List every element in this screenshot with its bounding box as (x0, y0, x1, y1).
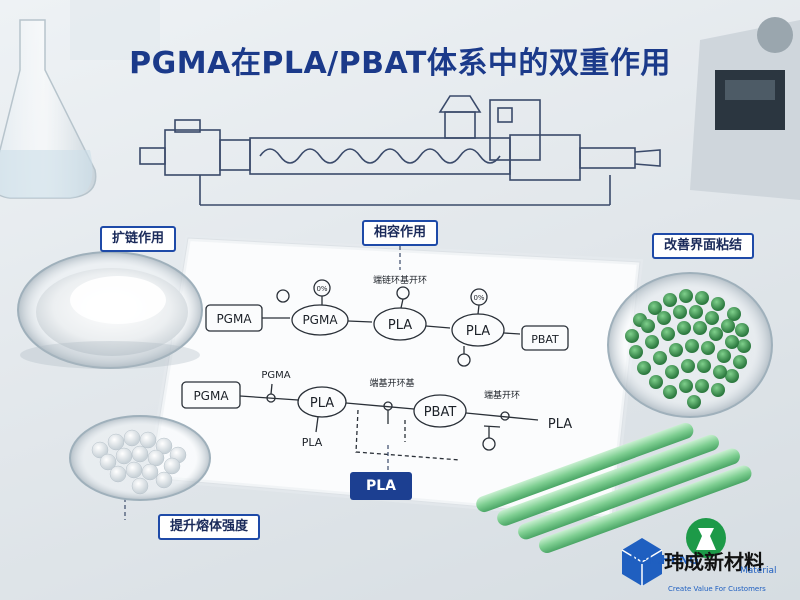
brand-tagline: Create Value For Customers (668, 585, 766, 593)
node-pgma-1: PGMA (216, 312, 252, 326)
row2-note-left: 端基开环基 (369, 377, 414, 389)
brand-logo-mark (621, 518, 726, 586)
brand-en: WEICHENG (626, 553, 699, 567)
tag-melt-strength: 提升熔体强度 (158, 514, 261, 540)
row1-note: 端链环基开环 (373, 274, 427, 286)
brand-cn: 玮成新材料 (664, 550, 764, 574)
tag-compatibilization: 相容作用 (362, 220, 439, 246)
page-title: PGMA在PLA/PBAT体系中的双重作用 (129, 46, 671, 81)
node-pgma-2: PGMA (302, 313, 338, 327)
diagram-text: PGMA PGMA PLA PLA PBAT 端链环基开环 0% 0% PGMA… (193, 274, 572, 449)
tag-connectors (124, 246, 401, 520)
node-pla-4: PLA (548, 417, 572, 432)
tag-pla-bottom: PLA (350, 472, 413, 500)
beads-dish (69, 415, 211, 501)
tag-chain-extension: 扩链作用 (100, 226, 177, 252)
pla-below: PLA (302, 436, 323, 449)
reaction-row-1 (205, 279, 569, 367)
node-pgma-3: PGMA (193, 389, 229, 403)
tag-interface-adhesion: 改善界面粘结 (652, 233, 755, 259)
node-pbat-2: PBAT (424, 405, 457, 420)
green-rods (476, 422, 752, 554)
row2-note-right: 端基开环 (484, 389, 520, 401)
node-pla-3: PLA (310, 396, 334, 411)
brand-suffix: Material (740, 566, 777, 576)
flask-glassware (0, 0, 160, 199)
powder-dish (17, 251, 203, 369)
mark-2: 0% (473, 294, 484, 302)
reaction-row-2 (181, 381, 539, 461)
node-pla-1: PLA (388, 318, 412, 333)
lab-instrument (690, 17, 800, 200)
green-pellets-dish (607, 272, 773, 418)
node-pla-2: PLA (466, 324, 490, 339)
pgma-label: PGMA (261, 370, 290, 381)
node-pbat-1: PBAT (531, 333, 559, 346)
extruder-sketch (139, 95, 661, 206)
mark-1: 0% (316, 285, 327, 293)
